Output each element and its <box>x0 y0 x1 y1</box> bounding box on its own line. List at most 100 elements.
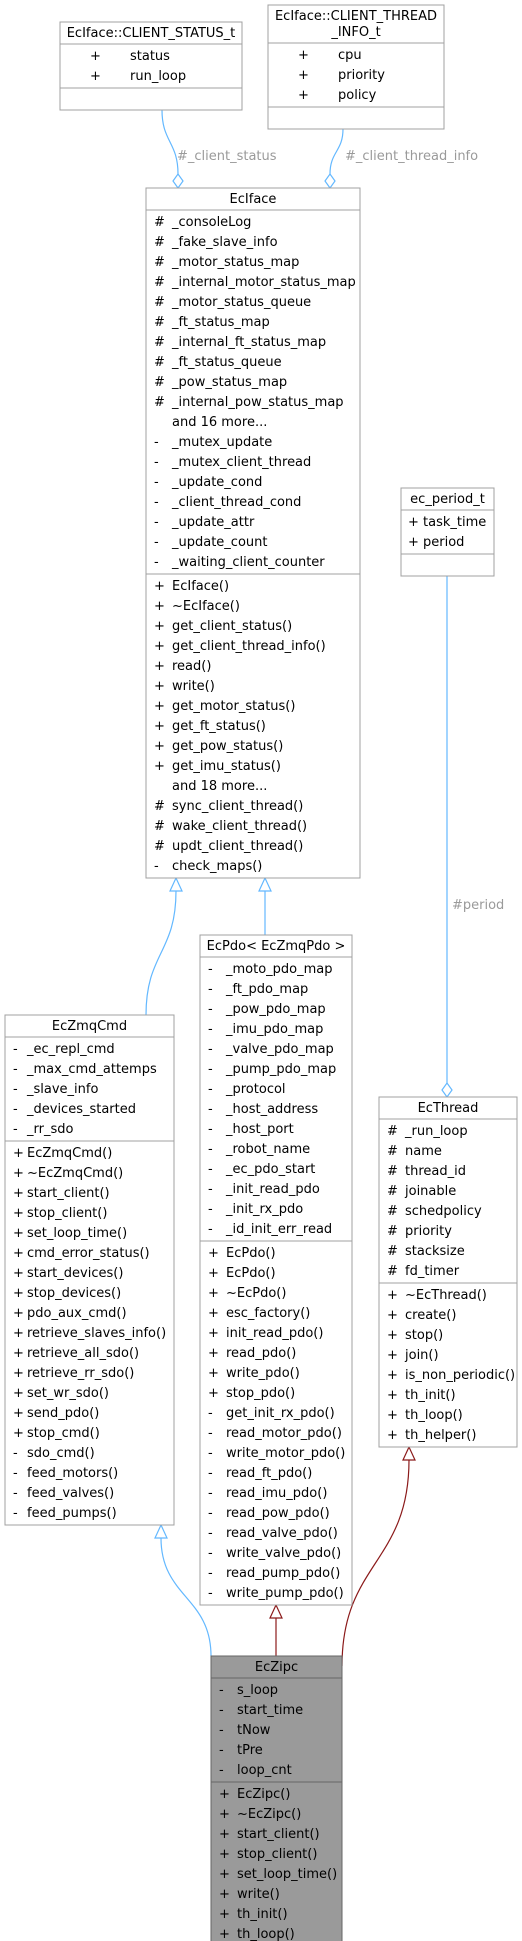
attribute-visibility: - <box>13 1042 18 1057</box>
method-visibility: + <box>219 1907 230 1922</box>
attribute-name: _slave_info <box>26 1082 98 1097</box>
relation-line <box>161 109 179 175</box>
attribute-name: _update_cond <box>171 475 262 490</box>
method-name: retrieve_rr_sdo() <box>27 1366 134 1381</box>
method-name: feed_motors() <box>27 1466 118 1481</box>
attribute-name: _host_port <box>225 1122 294 1137</box>
method-visibility: + <box>13 1426 24 1441</box>
class-eczipc[interactable]: EcZipc-s_loop-start_time-tNow-tPre-loop_… <box>210 1655 343 1941</box>
method-visibility: + <box>208 1306 219 1321</box>
aggregation-diamond <box>324 172 336 190</box>
attribute-visibility: # <box>154 255 165 270</box>
method-visibility: - <box>154 859 159 874</box>
method-name: read_pdo() <box>226 1346 296 1361</box>
method-visibility: + <box>219 1867 230 1882</box>
attribute-name: task_time <box>423 515 486 530</box>
method-name: ~EcPdo() <box>226 1286 286 1301</box>
method-name: read_pow_pdo() <box>226 1506 330 1521</box>
method-visibility: + <box>154 759 165 774</box>
method-visibility: + <box>13 1366 24 1381</box>
method-name: send_pdo() <box>27 1406 99 1421</box>
attribute-name: _ec_repl_cmd <box>26 1042 115 1057</box>
attribute-name: and 16 more... <box>172 415 267 430</box>
class-box <box>378 1096 518 1448</box>
method-name: th_helper() <box>405 1428 476 1443</box>
method-name: ~EcIface() <box>172 599 240 614</box>
class-title: EcIface <box>230 192 277 207</box>
method-visibility: + <box>208 1366 219 1381</box>
attribute-visibility: - <box>208 1122 213 1137</box>
attribute-visibility: + <box>408 515 419 530</box>
attribute-name: loop_cnt <box>237 1763 292 1778</box>
class-eciface[interactable]: EcIface # _consoleLog # _fake_slave_info # _mo… <box>145 187 361 879</box>
method-visibility: + <box>208 1246 219 1261</box>
class-status[interactable]: EcIface::CLIENT_STATUS_t+status+run_loop <box>59 21 243 111</box>
method-name: get_pow_status() <box>172 739 283 754</box>
class-thread-info[interactable]: EcIface::CLIENT_THREAD_INFO_t+cpu+priori… <box>267 4 445 130</box>
method-name: write() <box>237 1887 280 1902</box>
attribute-name: _host_address <box>225 1102 318 1117</box>
attribute-visibility: # <box>154 315 165 330</box>
relation-label: #_client_thread_info <box>345 149 478 164</box>
attribute-visibility: - <box>13 1102 18 1117</box>
method-name: esc_factory() <box>226 1306 310 1321</box>
method-name: wake_client_thread() <box>172 819 307 834</box>
method-name: stop_client() <box>27 1206 107 1221</box>
attribute-visibility: - <box>219 1723 224 1738</box>
attribute-visibility: - <box>208 1002 213 1017</box>
relation-line <box>145 890 177 1016</box>
method-name: stop_cmd() <box>27 1426 100 1441</box>
method-name: retrieve_all_sdo() <box>27 1346 139 1361</box>
attribute-name: fd_timer <box>405 1264 460 1279</box>
attribute-visibility: - <box>13 1082 18 1097</box>
attribute-name: period <box>423 535 464 550</box>
method-name: stop_client() <box>237 1847 317 1862</box>
attribute-name: policy <box>338 88 377 103</box>
class-ec-period[interactable]: ec_period_t+task_time+period <box>400 487 495 577</box>
attribute-name: _waiting_client_counter <box>171 555 325 570</box>
attribute-name: _motor_status_queue <box>171 295 311 310</box>
method-visibility: - <box>208 1446 213 1461</box>
attribute-name: _protocol <box>225 1082 286 1097</box>
attribute-visibility: - <box>13 1062 18 1077</box>
class-eczmqcmd[interactable]: EcZmqCmd-_ec_repl_cmd-_max_cmd_attemps-_… <box>4 1014 175 1526</box>
attribute-visibility: - <box>208 1022 213 1037</box>
method-visibility: + <box>387 1308 398 1323</box>
inheritance-arrowhead <box>258 876 272 892</box>
method-name: th_init() <box>237 1907 288 1922</box>
method-visibility: + <box>13 1286 24 1301</box>
class-title: EcIface::CLIENT_THREAD <box>275 9 437 24</box>
method-visibility: + <box>13 1346 24 1361</box>
method-name: read_motor_pdo() <box>226 1426 342 1441</box>
attribute-name: _ft_status_queue <box>171 355 282 370</box>
method-name: is_non_periodic() <box>405 1368 515 1383</box>
attribute-visibility: - <box>208 1162 213 1177</box>
method-name: get_imu_status() <box>172 759 281 774</box>
method-name: get_ft_status() <box>172 719 266 734</box>
attribute-name: _init_rx_pdo <box>225 1202 303 1217</box>
method-visibility: + <box>219 1787 230 1802</box>
attribute-visibility: # <box>154 395 165 410</box>
attribute-visibility: # <box>387 1124 398 1139</box>
method-name: start_devices() <box>27 1266 123 1281</box>
attribute-name: _rr_sdo <box>26 1122 73 1137</box>
attribute-visibility: - <box>154 495 159 510</box>
method-visibility: - <box>13 1466 18 1481</box>
relation-eczipc-to-eczmqcmd <box>154 1523 212 1657</box>
class-box <box>4 1014 175 1526</box>
attribute-name: _devices_started <box>26 1102 136 1117</box>
relation-eczipc-to-ecpdo <box>269 1603 283 1656</box>
method-name: get_motor_status() <box>172 699 295 714</box>
attribute-name: _fake_slave_info <box>171 235 278 250</box>
attribute-name: start_time <box>237 1703 303 1718</box>
attribute-visibility: # <box>387 1244 398 1259</box>
attribute-visibility: - <box>208 962 213 977</box>
attribute-name: _consoleLog <box>171 215 251 230</box>
attribute-name: _client_thread_cond <box>171 495 301 510</box>
class-ecthread[interactable]: EcThread#_run_loop#name#thread_id#joinab… <box>378 1096 518 1448</box>
method-visibility: + <box>13 1306 24 1321</box>
method-visibility: + <box>219 1887 230 1902</box>
attribute-name: _internal_motor_status_map <box>171 275 356 290</box>
class-ecpdo[interactable]: EcPdo< EcZmqPdo >-_moto_pdo_map-_ft_pdo_… <box>199 934 353 1606</box>
method-visibility: + <box>387 1328 398 1343</box>
